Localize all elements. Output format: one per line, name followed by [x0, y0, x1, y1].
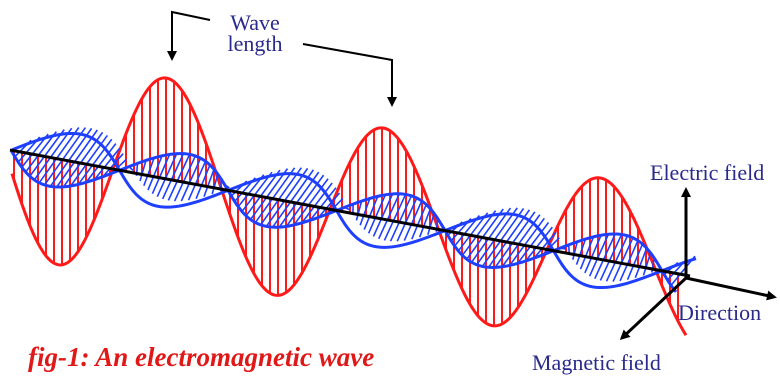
magnetic-hatch-line — [584, 234, 602, 274]
magnetic-hatch-line — [254, 167, 296, 224]
magnetic-hatch-line — [56, 129, 98, 188]
propagation-axis — [9, 148, 691, 278]
magnetic-hatch-line — [293, 178, 329, 226]
magnetic-hatch-line — [466, 208, 504, 260]
magnetic-hatch-line — [143, 157, 155, 187]
magnetic-hatch-line — [634, 247, 648, 279]
magnetic-hatch-line — [211, 173, 219, 195]
magnetic-hatch-line — [396, 197, 418, 242]
magnetic-hatch-line — [626, 243, 644, 280]
magnetic-hatch-line — [427, 213, 435, 235]
magnetic-hatch-line — [372, 193, 394, 237]
magnetic-hatch-line — [533, 231, 557, 259]
magnetic-hatch-line — [487, 209, 531, 268]
magnetic-hatch-line — [389, 195, 413, 242]
magnetic-hatch-line — [33, 127, 73, 181]
magnetic-hatch-line — [572, 241, 578, 260]
electric-field-wave — [10, 76, 688, 336]
magnetic-hatch-line — [25, 131, 57, 173]
magnetic-hatch-line — [156, 153, 178, 198]
magnetic-hatch-line — [167, 154, 191, 201]
magnetic-hatch-line — [147, 155, 163, 191]
wavelength-label-line1: Wave — [230, 10, 280, 35]
magnetic-hatch-line — [579, 236, 595, 270]
magnetic-hatch-line — [476, 207, 518, 266]
magnetic-hatch-line — [599, 234, 623, 281]
magnetic-hatch-line — [161, 153, 185, 200]
magnetic-hatch-line — [245, 169, 281, 217]
magnetic-hatch-line — [43, 127, 87, 186]
magnetic-hatch-line — [265, 167, 309, 227]
magnetic-hatch-line — [525, 226, 553, 262]
magnetic-hatch-line — [594, 233, 616, 280]
magnetic-hatch-line — [509, 217, 545, 266]
magnetic-hatch-line — [249, 168, 289, 220]
magnetic-wave-curve-lower — [11, 131, 697, 290]
magnetic-hatch-line — [377, 193, 401, 240]
magnetic-hatch-line — [461, 210, 497, 256]
magnetic-hatch-line — [355, 200, 363, 221]
magnetic-hatch-line — [85, 143, 117, 183]
magnetic-hatch-line — [77, 138, 113, 185]
magnetic-hatch-line — [403, 200, 423, 241]
magnetic-hatch-line — [605, 235, 629, 282]
magnetic-field-label: Magnetic field — [532, 350, 661, 375]
magnetic-hatch-line — [93, 147, 121, 181]
magnetic-hatch-line — [102, 153, 124, 178]
magnetic-hatch-line — [173, 155, 197, 202]
magnetic-hatch-line — [516, 222, 550, 264]
magnetic-hatch-line — [588, 233, 610, 277]
magnetic-hatch-line — [383, 194, 407, 241]
magnetic-hatch-line — [642, 252, 652, 276]
direction-label: Direction — [678, 300, 761, 325]
magnetic-field-arrow — [619, 276, 688, 341]
magnetic-hatch-line — [367, 194, 387, 234]
magnetic-hatch-line — [180, 157, 202, 202]
magnetic-hatch-line — [317, 192, 341, 218]
figure-caption: fig-1: An electromagnetic wave — [28, 342, 374, 372]
magnetic-hatch-line — [241, 171, 273, 212]
magnetic-hatch-line — [363, 196, 379, 230]
wavelength-arrow-left — [167, 10, 211, 61]
magnetic-hatch-line — [151, 154, 171, 195]
wavelength-label-line2: length — [228, 31, 283, 56]
direction-arrow — [685, 276, 777, 301]
electric-field-label: Electric field — [650, 160, 764, 185]
magnetic-hatch-line — [195, 164, 211, 199]
magnetic-hatch-line — [457, 212, 489, 252]
magnetic-hatch-line — [575, 238, 587, 265]
magnetic-wave-curve-upper — [10, 150, 678, 293]
magnetic-hatch-line — [271, 169, 315, 228]
magnetic-hatch-line — [203, 169, 215, 197]
magnetic-hatch-line — [470, 207, 512, 263]
magnetic-hatch-line — [619, 240, 639, 282]
magnetic-hatch-line — [187, 160, 207, 201]
magnetic-hatch-line — [612, 237, 634, 282]
magnetic-hatch-line — [260, 167, 302, 226]
magnetic-hatch-line — [481, 207, 525, 267]
magnetic-hatch-line — [49, 127, 93, 187]
magnetic-hatch-line — [139, 160, 147, 182]
magnetic-hatch-line — [359, 198, 371, 226]
magnetic-hatch-line — [29, 129, 65, 177]
magnetic-hatch-line — [301, 182, 333, 224]
magnetic-hatch-line — [309, 187, 337, 221]
magnetic-hatch-line — [418, 208, 432, 238]
magnetic-hatch-line — [38, 127, 80, 184]
magnetic-hatch-line — [411, 204, 427, 240]
electric-wave-curve — [10, 76, 688, 336]
wavelength-arrow-right — [302, 43, 397, 107]
